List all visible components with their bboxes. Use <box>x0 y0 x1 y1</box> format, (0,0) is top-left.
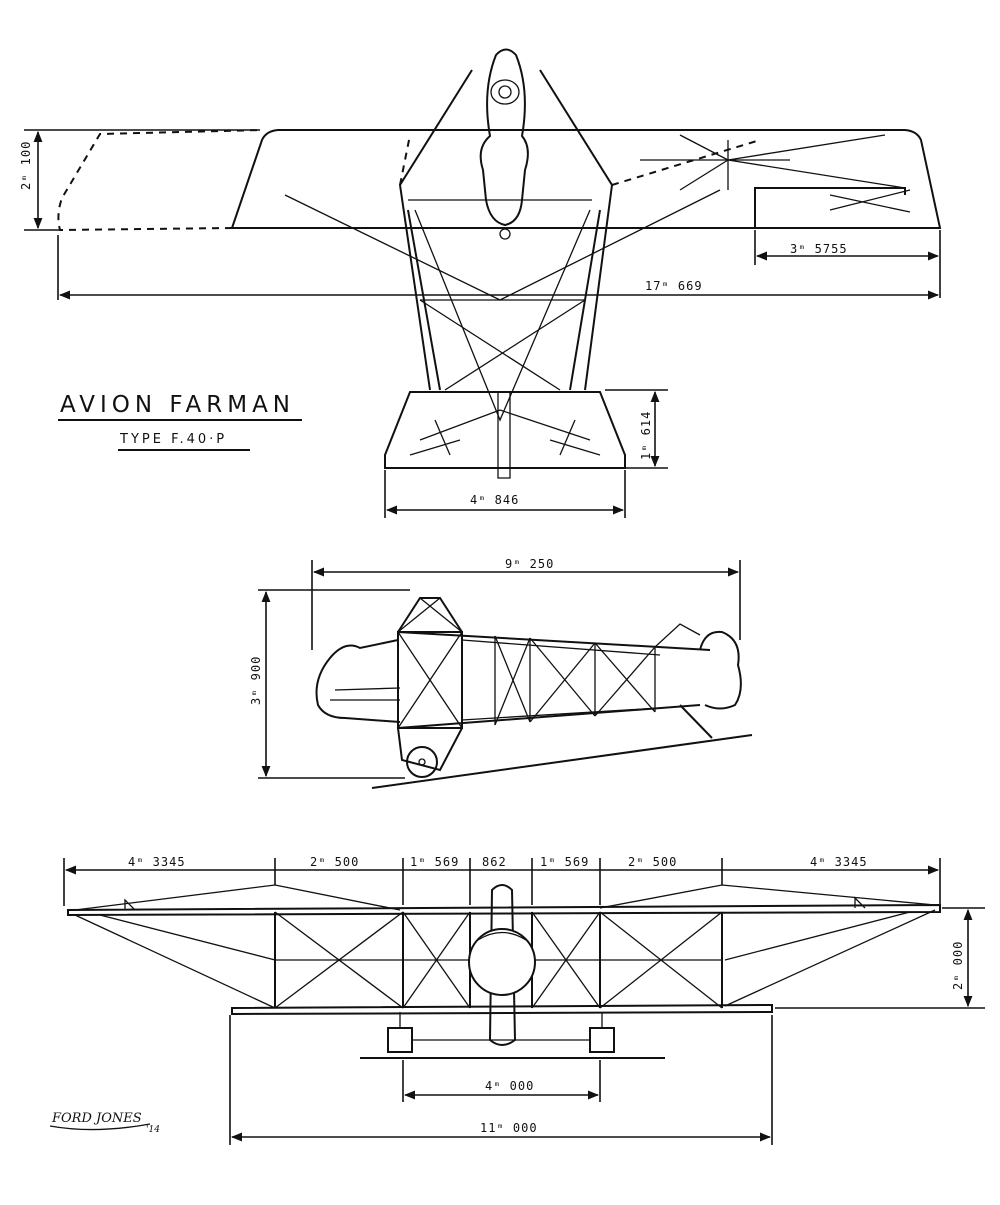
front-dim-chain: 4ᵐ 3345 2ᵐ 500 1ᵐ 569 862 1ᵐ 569 2ᵐ 500 … <box>63 855 941 906</box>
side-rudder <box>699 630 742 710</box>
title-block: AVION FARMAN TYPE F.40·P <box>58 392 302 451</box>
side-tail-skid <box>679 704 713 739</box>
plan-rudder <box>497 392 511 479</box>
plan-tail-span-label: 4ᵐ 846 <box>470 493 519 507</box>
plan-boom-bracing-a <box>414 209 591 422</box>
plan-boom-bracing-b <box>419 299 586 391</box>
plan-dashed-brace-left <box>399 134 411 186</box>
side-nacelle <box>315 639 401 723</box>
plan-engine-hub-icon <box>498 85 512 99</box>
front-left-gear <box>387 1027 413 1053</box>
front-gap-label: 2ᵐ 000 <box>951 941 965 990</box>
front-left-kingpost <box>124 898 136 911</box>
side-upper-frame <box>397 597 463 633</box>
plan-control-wires <box>640 134 911 213</box>
signature-underline <box>49 1123 151 1131</box>
front-lower-wing <box>231 1003 773 1016</box>
front-dim-lower-span: 11ᵐ 000 <box>229 1015 773 1145</box>
drawing-title: AVION FARMAN <box>60 392 295 418</box>
front-upper-wing <box>67 903 941 917</box>
side-gear-struts <box>397 727 463 772</box>
front-engine-cowl <box>477 931 527 941</box>
side-height-label: 3ᵐ 900 <box>249 656 263 705</box>
front-gear-struts <box>399 1012 603 1041</box>
plan-wing-bracing <box>284 189 721 301</box>
front-dim-gap: 2ᵐ 000 <box>775 907 985 1009</box>
side-boom-struts <box>494 635 656 726</box>
side-view: 9ᵐ 250 3ᵐ 900 <box>249 557 753 789</box>
plan-nacelle-wheel-icon <box>499 228 511 240</box>
side-dim-height: 3ᵐ 900 <box>249 589 410 779</box>
side-length-label: 9ᵐ 250 <box>505 557 554 571</box>
plan-engine-icon <box>490 79 520 105</box>
plan-wing-extension-dashed <box>57 129 263 232</box>
plan-tail-wires <box>409 409 601 456</box>
artist-year: '14 <box>146 1125 160 1135</box>
front-seg1-label: 4ᵐ 3345 <box>128 855 186 869</box>
front-lower-span-label: 11ᵐ 000 <box>480 1121 538 1135</box>
plan-dim-aileron-span: 3ᵐ 5755 <box>754 230 941 298</box>
plan-aileron-span-label: 3ᵐ 5755 <box>790 242 848 256</box>
front-outer-wires <box>99 911 911 961</box>
side-dim-length: 9ᵐ 250 <box>311 557 741 650</box>
drawing-subtitle: TYPE F.40·P <box>119 432 227 447</box>
side-ground-line <box>371 734 753 789</box>
plan-view: 2ᵐ 100 3ᵐ 5755 17ᵐ 669 1ᵐ 614 4ᵐ 846 <box>19 48 942 518</box>
side-tail-frame <box>654 623 701 648</box>
front-dim-track: 4ᵐ 000 <box>402 1060 601 1102</box>
plan-tail-chord-label: 1ᵐ 614 <box>639 411 653 460</box>
artist-signature: FORD JONES <box>51 1111 142 1126</box>
front-right-kingpost <box>854 896 866 909</box>
front-seg2-label: 2ᵐ 500 <box>310 855 359 869</box>
front-right-gear <box>589 1027 615 1053</box>
front-outer-bracing <box>74 909 936 1009</box>
plan-outrigger-right <box>539 69 614 391</box>
plan-dashed-brace <box>611 139 761 186</box>
plan-wing-chord-label: 2ᵐ 100 <box>19 141 33 190</box>
plan-tailplane <box>384 391 626 469</box>
side-nacelle-detail <box>330 687 401 701</box>
plan-upper-wing <box>230 129 942 229</box>
front-seg5-label: 1ᵐ 569 <box>540 855 589 869</box>
plan-aileron <box>754 187 906 228</box>
front-engine <box>468 928 536 996</box>
plan-dim-total-span: 17ᵐ 669 <box>57 235 940 300</box>
plan-total-span-label: 17ᵐ 669 <box>645 279 703 293</box>
front-seg6-label: 2ᵐ 500 <box>628 855 677 869</box>
side-cell-bracing <box>397 631 463 729</box>
front-seg4-label: 862 <box>482 855 507 869</box>
plan-nacelle <box>479 48 529 227</box>
plan-dim-tail-chord: 1ᵐ 614 <box>605 389 668 469</box>
front-seg3-label: 1ᵐ 569 <box>410 855 459 869</box>
side-upper-bracing <box>397 597 463 633</box>
front-seg7-label: 4ᵐ 3345 <box>810 855 868 869</box>
front-view: 4ᵐ 3345 2ᵐ 500 1ᵐ 569 862 1ᵐ 569 2ᵐ 500 … <box>63 855 985 1145</box>
plan-dim-tail-span: 4ᵐ 846 <box>384 470 626 518</box>
side-boom-inner <box>461 639 661 721</box>
plan-dim-wing-chord: 2ᵐ 100 <box>19 129 260 231</box>
signature-block: FORD JONES '14 <box>49 1111 160 1135</box>
front-track-label: 4ᵐ 000 <box>485 1079 534 1093</box>
